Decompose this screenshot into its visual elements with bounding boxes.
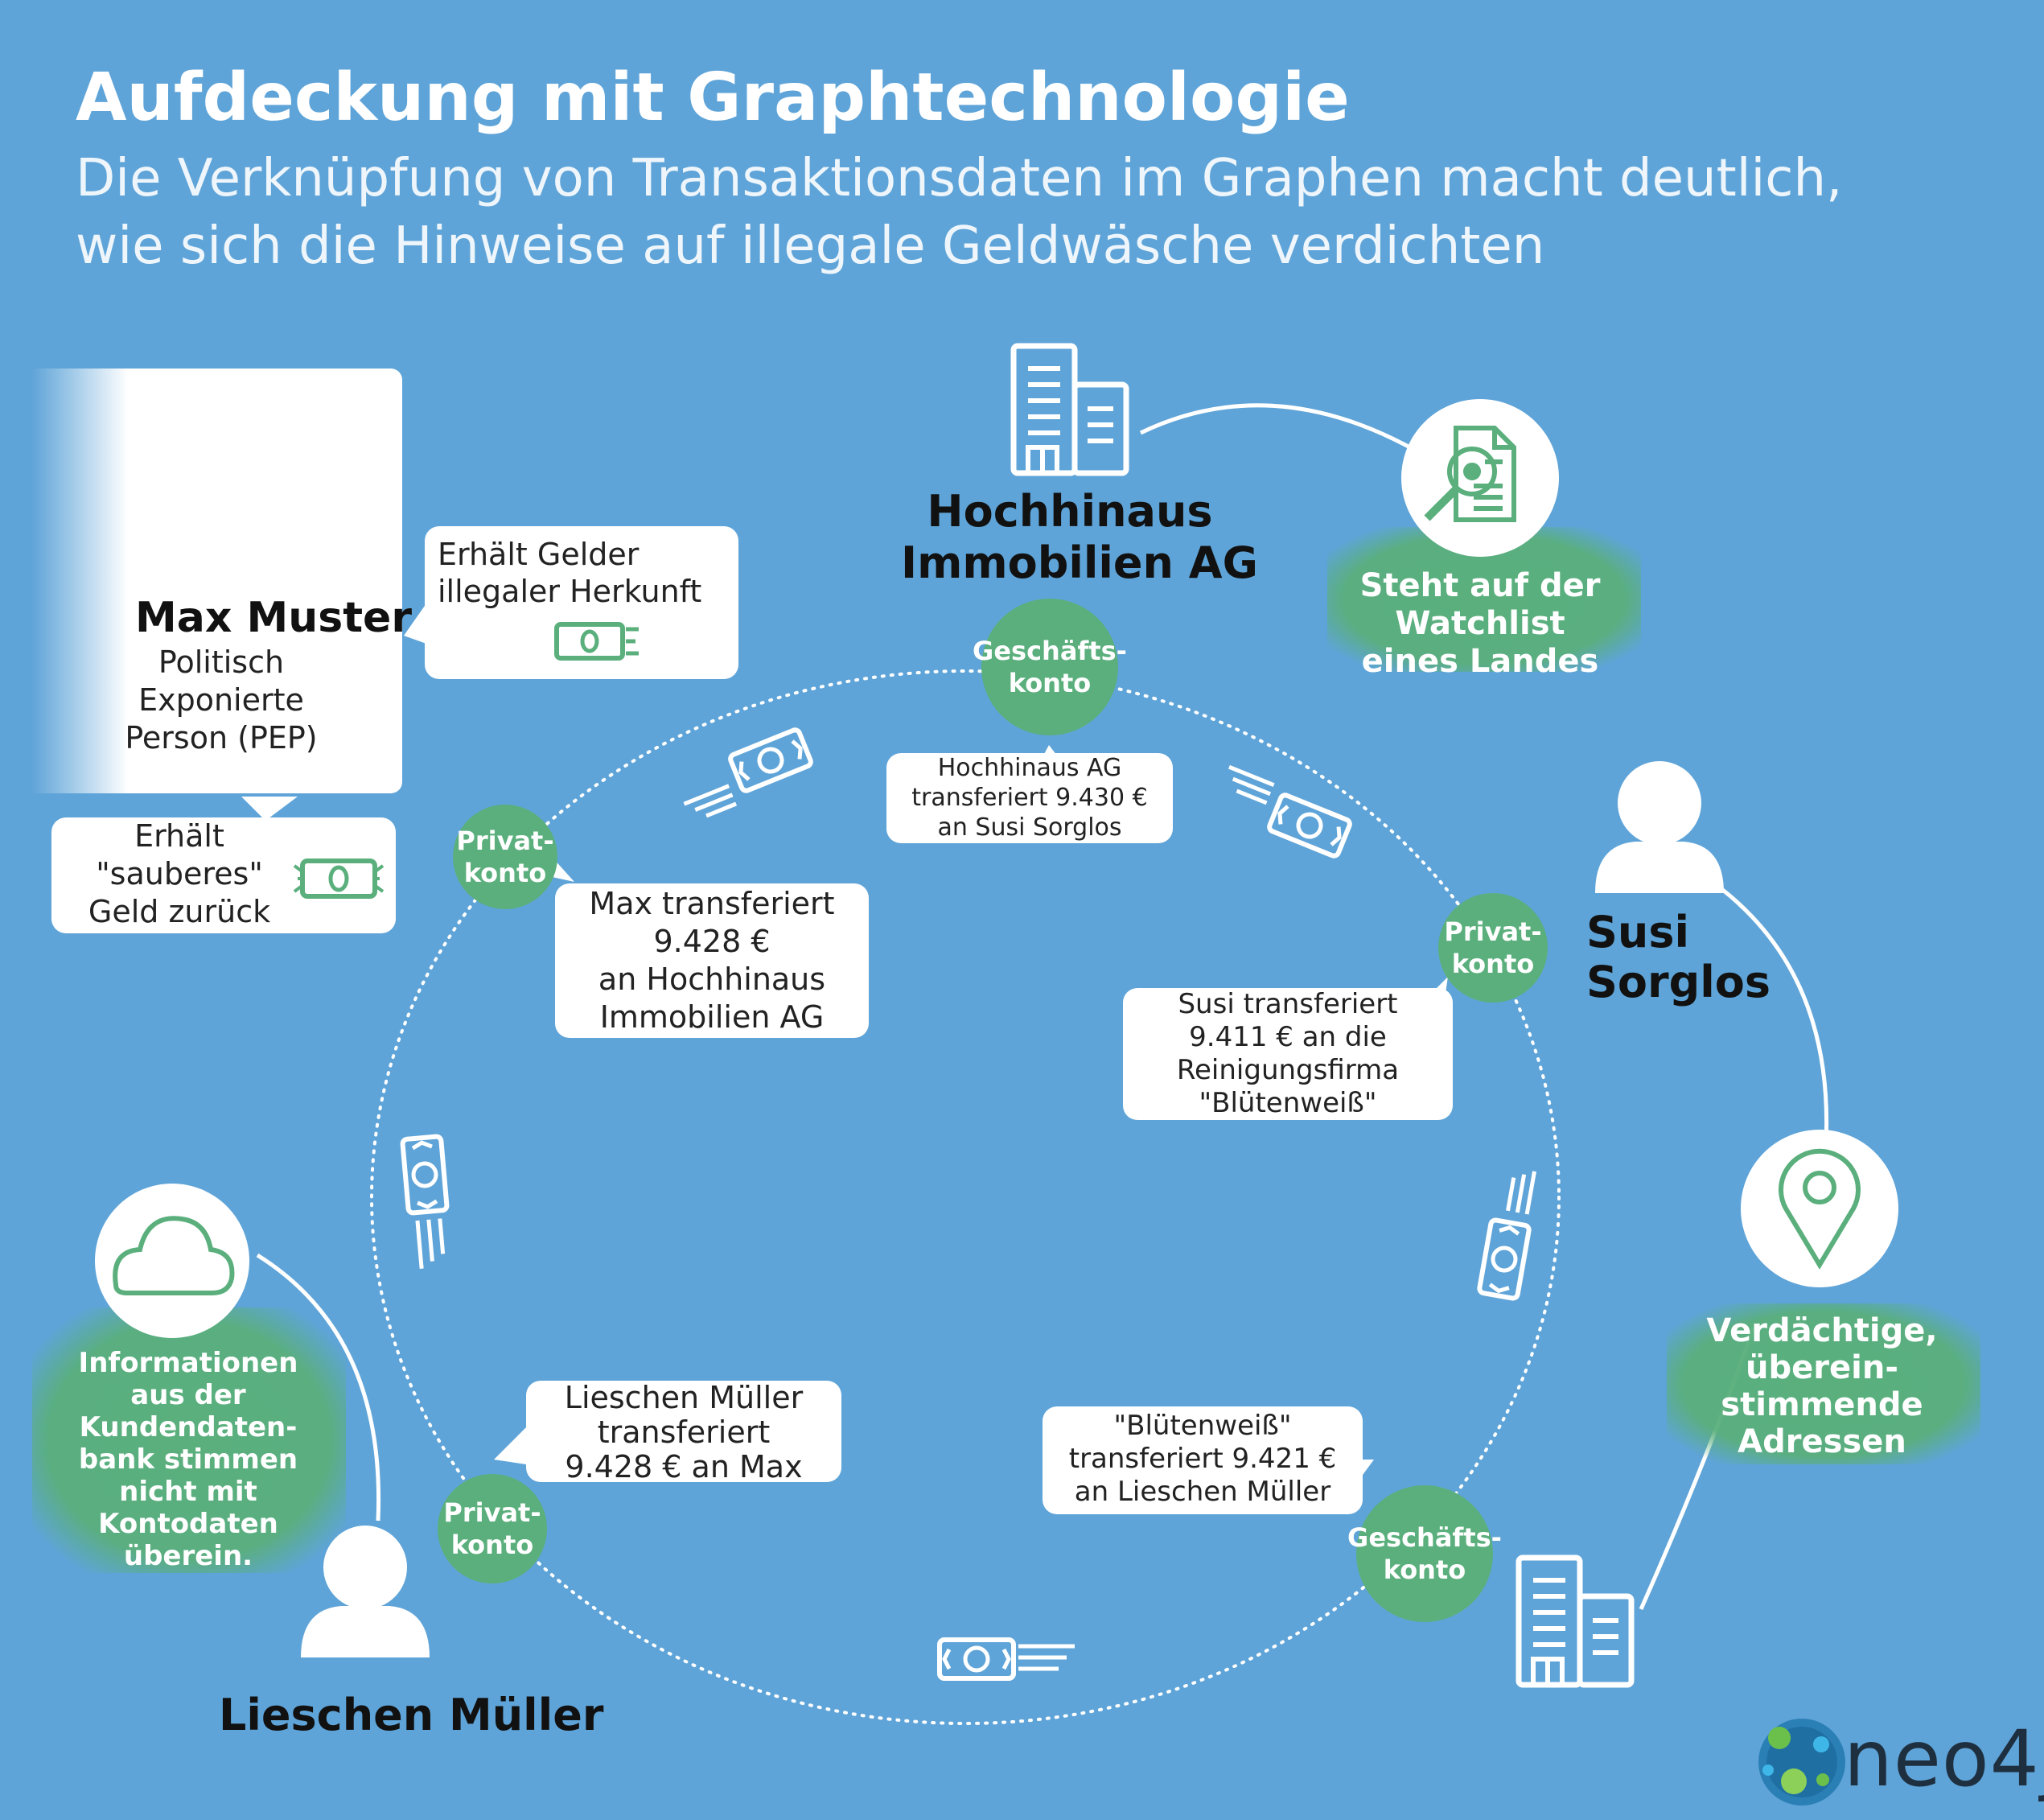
transfer-line: 9.428 € an Max	[565, 1449, 803, 1484]
transfer-line: an Susi Sorglos	[937, 813, 1122, 842]
subtitle-line: wie sich die Hinweise auf illegale Geldw…	[76, 216, 1545, 276]
note-line: Informationen	[78, 1347, 298, 1379]
transfer-line: 9.428 €	[653, 924, 771, 959]
note-line: Watchlist	[1395, 604, 1565, 642]
note-line: stimmende	[1721, 1386, 1923, 1423]
role-line: Person (PEP)	[125, 720, 318, 756]
account-label: konto	[463, 858, 547, 888]
susi-private-account: Privat-konto	[1438, 893, 1548, 1003]
note-line: überein.	[123, 1540, 253, 1572]
transfer-susi-to-bluetenweiss: Susi transferiert 9.411 € an die Reinigu…	[1123, 988, 1453, 1120]
transfer-max-to-hochhinaus: Max transferiert 9.428 € an Hochhinaus I…	[555, 883, 869, 1038]
transfer-line: an Hochhinaus	[598, 961, 826, 997]
money-icon	[402, 1136, 452, 1269]
money-icon	[940, 1640, 1075, 1678]
transfer-bluetenweiss-to-lieschen: "Blütenweiß" transferiert 9.421 € an Lie…	[1043, 1406, 1363, 1514]
role-line: Politisch	[158, 644, 285, 680]
max-private-account: Privat-konto	[453, 805, 557, 909]
document-search-icon	[1424, 426, 1516, 522]
lieschen-private-account: Privat-konto	[438, 1474, 547, 1583]
watchlist-note: Steht auf der Watchlist eines Landes	[1335, 555, 1625, 692]
max-role: Politisch Exponierte Person (PEP)	[113, 644, 330, 757]
clean-money-callout: Erhält "sauberes" Geld zurück	[51, 817, 396, 933]
note-line: überein-	[1746, 1349, 1898, 1386]
neo4j-logo: neo4j	[1844, 1714, 2044, 1804]
name-line: Immobilien AG	[901, 537, 1258, 588]
max-profile-card: Max Muster Politisch Exponierte Person (…	[32, 369, 412, 793]
money-icon	[1228, 764, 1353, 857]
page-subtitle: Die Verknüpfung von Transaktionsdaten im…	[76, 145, 1842, 280]
transfer-line: "Blütenweiß"	[1113, 1410, 1292, 1442]
money-icon	[1479, 1171, 1536, 1299]
note-line: nicht mit	[119, 1476, 257, 1508]
transfer-line: transferiert	[597, 1414, 771, 1450]
note-line: Kontodaten	[98, 1508, 278, 1540]
lieschen-name: Lieschen Müller	[219, 1690, 604, 1740]
callout-line: "sauberes"	[96, 856, 263, 891]
account-label: konto	[1008, 668, 1092, 698]
page-title: Aufdeckung mit Graphtechnologie	[76, 60, 1350, 136]
transfer-line: Lieschen Müller	[564, 1380, 804, 1415]
name-line: Susi	[1586, 907, 1689, 957]
hochhinaus-business-account: Geschäfts-konto	[973, 599, 1127, 735]
bluetenweiss-business-account: Geschäfts-konto	[1347, 1485, 1502, 1622]
hochhinaus-name: Hochhinaus Immobilien AG	[901, 486, 1258, 589]
transfer-line: an Lieschen Müller	[1074, 1476, 1331, 1508]
name-line: Hochhinaus	[927, 486, 1213, 537]
transfer-line: "Blütenweiß"	[1199, 1087, 1377, 1119]
role-line: Exponierte	[138, 682, 304, 718]
money-icon	[554, 622, 639, 661]
note-line: bank stimmen	[78, 1443, 298, 1476]
note-line: eines Landes	[1361, 642, 1599, 680]
money-icon	[293, 859, 385, 899]
callout-line: illegaler Herkunft	[438, 574, 702, 609]
account-label: Privat-	[443, 1497, 541, 1528]
note-line: Steht auf der	[1359, 566, 1601, 604]
illegal-funds-callout: Erhält Gelder illegaler Herkunft	[425, 526, 738, 679]
account-label: Geschäfts-	[1347, 1522, 1502, 1553]
account-label: Privat-	[1444, 916, 1542, 947]
transfer-line: Hochhinaus AG	[937, 754, 1122, 782]
building-icon	[1519, 1558, 1631, 1685]
account-label: konto	[1451, 949, 1535, 979]
transfer-line: transferiert 9.421 €	[1068, 1443, 1337, 1475]
money-icon	[683, 729, 816, 818]
callout-line: Erhält Gelder	[438, 537, 640, 572]
account-label: konto	[1383, 1554, 1466, 1585]
account-label: Privat-	[456, 826, 554, 856]
transfer-line: Susi transferiert	[1178, 988, 1398, 1020]
transfer-lieschen-to-max: Lieschen Müller transferiert 9.428 € an …	[526, 1380, 841, 1484]
cloud-icon	[113, 1216, 235, 1295]
transfer-line: transferiert 9.430 €	[911, 784, 1148, 812]
location-pin-icon	[1779, 1148, 1861, 1270]
account-label: Geschäfts-	[973, 636, 1127, 666]
account-label: konto	[450, 1530, 534, 1560]
transfer-line: Max transferiert	[589, 886, 835, 921]
max-name: Max Muster	[135, 594, 412, 642]
name-line: Sorglos	[1586, 957, 1771, 1007]
susi-name: Susi Sorglos	[1586, 908, 1771, 1007]
callout-line: Erhält	[134, 818, 224, 854]
note-line: Kundendaten-	[79, 1411, 298, 1443]
note-line: Verdächtige,	[1706, 1312, 1938, 1349]
note-line: Adressen	[1738, 1423, 1906, 1460]
callout-line: Geld zurück	[88, 894, 271, 929]
transfer-line: Reinigungsfirma	[1176, 1054, 1400, 1086]
neo4j-logo-icon	[1758, 1719, 1845, 1806]
subtitle-line: Die Verknüpfung von Transaktionsdaten im…	[76, 149, 1843, 208]
person-icon	[1595, 761, 1724, 893]
transfer-line: 9.411 € an die	[1189, 1021, 1387, 1053]
transaction-cycle	[370, 669, 1561, 1725]
transfer-line: Immobilien AG	[599, 999, 825, 1035]
building-icon	[1014, 346, 1126, 473]
note-line: aus der	[130, 1379, 246, 1411]
address-note: Verdächtige, überein- stimmende Adressen	[1673, 1310, 1971, 1463]
transfer-hochhinaus-to-susi: Hochhinaus AG transferiert 9.430 € an Su…	[886, 753, 1173, 843]
database-mismatch-note: Informationen aus der Kundendaten- bank …	[51, 1342, 325, 1577]
document-search-icon-bg	[1401, 399, 1559, 557]
